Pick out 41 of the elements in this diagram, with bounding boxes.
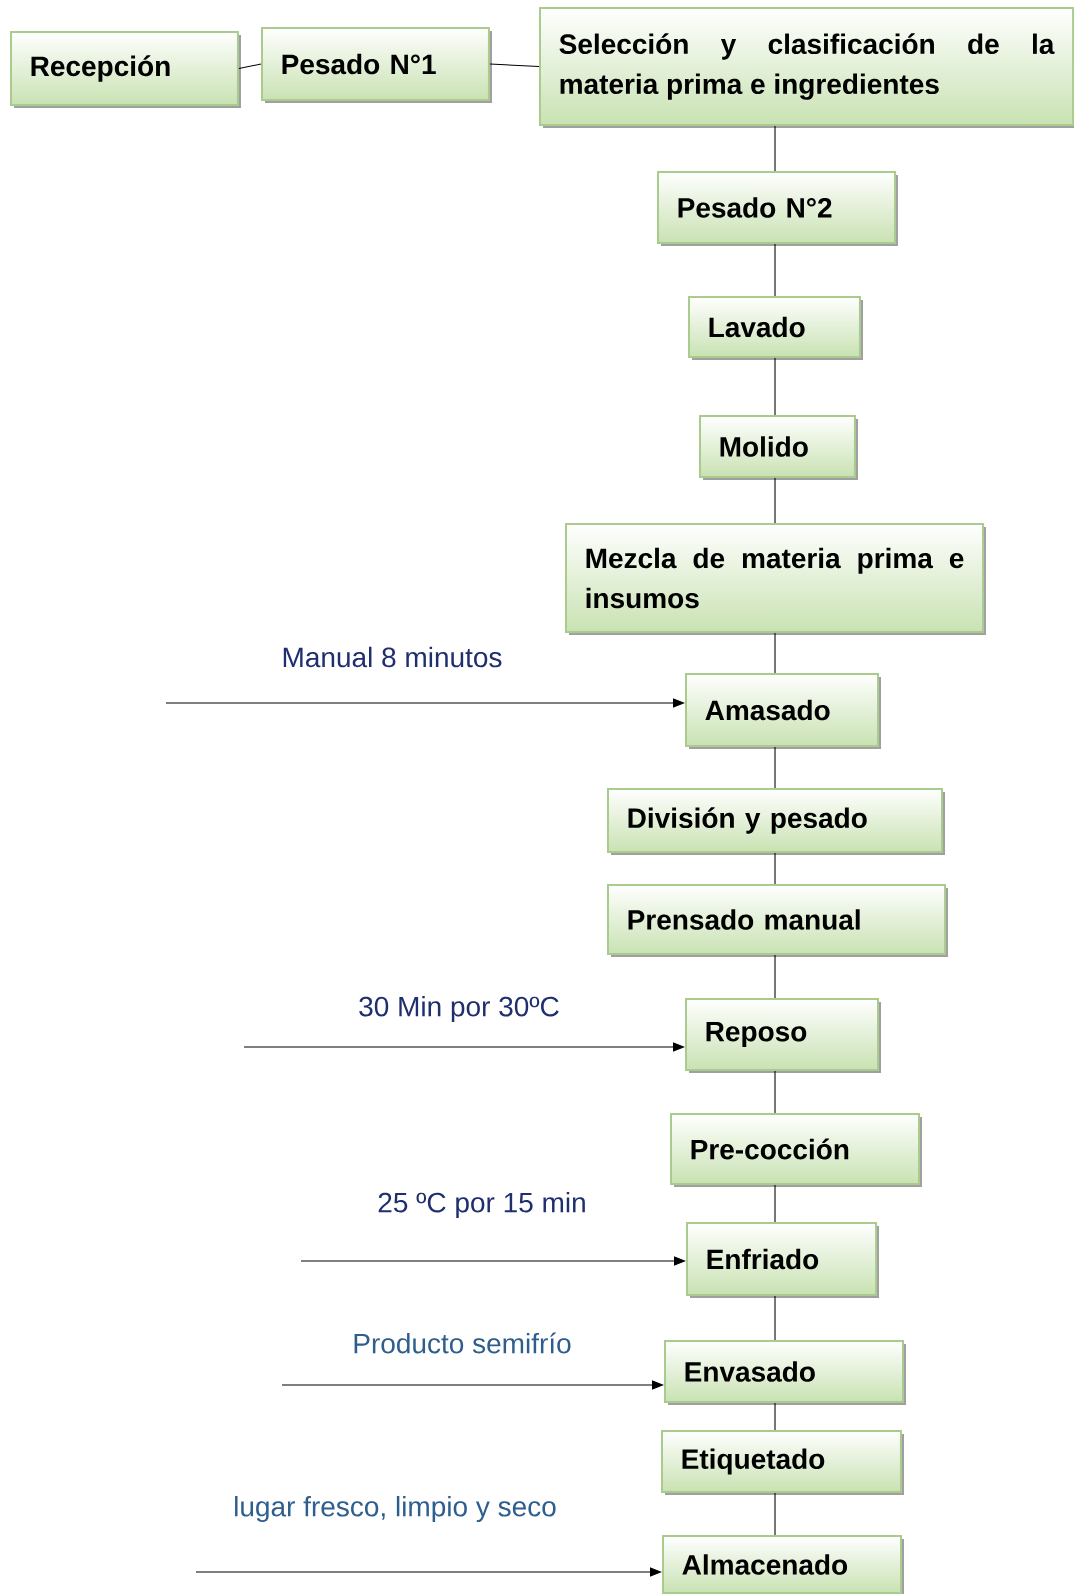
connector-line bbox=[774, 852, 776, 885]
process-box: Molido bbox=[699, 415, 858, 480]
arrow bbox=[300, 1256, 686, 1266]
connector-line bbox=[774, 357, 776, 416]
process-box: Selección y clasificación de la materia prima e ingredientes bbox=[539, 7, 1074, 128]
connector-line bbox=[489, 63, 540, 68]
connector-line bbox=[774, 632, 776, 674]
edge-label: 25 ºC por 15 min bbox=[378, 1191, 585, 1219]
process-box: Pre-cocción bbox=[670, 1113, 922, 1187]
process-box: Enfriado bbox=[686, 1222, 879, 1298]
connector-line bbox=[774, 746, 776, 789]
process-box: Etiquetado bbox=[661, 1430, 904, 1495]
process-box: División y pesado bbox=[607, 788, 945, 855]
process-box: Prensado manual bbox=[607, 884, 948, 957]
connector-line bbox=[774, 1295, 776, 1341]
arrow bbox=[281, 1380, 664, 1390]
connector-line bbox=[774, 1070, 776, 1114]
process-box: Amasado bbox=[685, 673, 881, 749]
edge-label: 30 Min por 30ºC bbox=[359, 995, 559, 1023]
process-box: Envasado bbox=[664, 1340, 906, 1405]
connector-line bbox=[238, 63, 262, 70]
process-box: Reposo bbox=[685, 998, 881, 1073]
arrow bbox=[165, 698, 685, 708]
edge-label: Manual 8 minutos bbox=[283, 646, 502, 668]
connector-line bbox=[774, 1492, 776, 1536]
arrow bbox=[195, 1567, 662, 1577]
connector-line bbox=[774, 243, 776, 297]
process-box: Pesado N°2 bbox=[657, 171, 898, 246]
edge-label: Producto semifrío bbox=[354, 1332, 571, 1354]
edge-label: lugar fresco, limpio y seco bbox=[235, 1495, 556, 1523]
process-box: Mezcla de materia prima e insumos bbox=[565, 523, 986, 635]
connector-line bbox=[774, 477, 776, 524]
process-box: Pesado N°1 bbox=[261, 27, 492, 103]
connector-line bbox=[774, 1184, 776, 1223]
connector-line bbox=[774, 954, 776, 999]
process-box: Almacenado bbox=[662, 1535, 904, 1594]
process-box: Lavado bbox=[688, 296, 863, 360]
connector-line bbox=[774, 125, 776, 172]
process-box: Recepción bbox=[10, 31, 241, 108]
arrow bbox=[243, 1042, 685, 1052]
connector-line bbox=[774, 1402, 776, 1431]
